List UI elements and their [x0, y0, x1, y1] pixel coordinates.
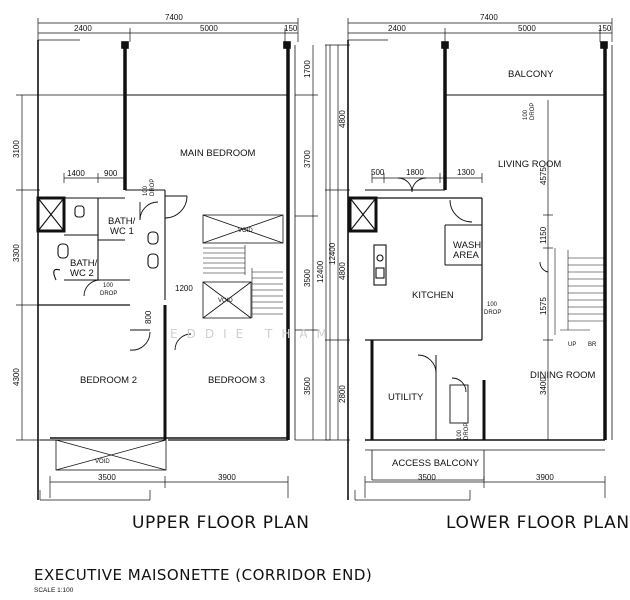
lower-side-dimensions: [325, 44, 606, 501]
stair-br-label: BR: [588, 342, 597, 348]
upper-floor-plan: [16, 18, 330, 501]
void-label-1: VOID: [238, 228, 253, 234]
room-bath1-a: BATH/: [108, 216, 136, 227]
void-label-3: VOID: [95, 459, 110, 465]
lower-walls: [347, 39, 613, 500]
dim-w500: 500: [371, 168, 385, 177]
upper-labels: 7400 2400 5000 150 1700 3700 3500 3500 1…: [12, 13, 325, 533]
upper-drop-value-b: 100: [103, 283, 114, 289]
lower-drop-label-c: DROP: [464, 423, 470, 440]
dim-upper-bottom-left: 3500: [98, 473, 116, 482]
upper-drop-label-b: DROP: [100, 291, 117, 297]
lower-drop-value-a: 100: [523, 109, 529, 120]
room-bedroom2: BEDROOM 2: [80, 375, 137, 386]
dim-lower-top-left: 2400: [388, 24, 406, 33]
dim-w1300: 1300: [457, 168, 475, 177]
dim-lower-top-mid: 5000: [518, 24, 536, 33]
dim-upper-top-right: 150: [284, 24, 298, 33]
dim-bath-w1: 1400: [67, 169, 85, 178]
dim-lower-left-b: 4800: [338, 262, 347, 280]
room-bath1-b: WC 1: [110, 226, 134, 237]
lower-top-dimensions: [347, 18, 613, 42]
dim-upper-bottom-right: 3900: [218, 473, 236, 482]
upper-void-stair: [55, 214, 284, 471]
dim-upper-top-total: 7400: [165, 13, 183, 22]
upper-drop-value-a: 100: [143, 185, 149, 196]
room-bedroom3: BEDROOM 3: [208, 375, 265, 386]
void-label-2: VOID: [218, 298, 233, 304]
dim-upper-right-b: 3700: [303, 150, 312, 168]
dim-r1150: 1150: [539, 226, 548, 244]
dim-upper-left-c: 4300: [12, 368, 21, 386]
room-balcony: BALCONY: [508, 69, 554, 80]
stair-up-label: UP: [568, 342, 576, 348]
room-access-balcony: ACCESS BALCONY: [392, 458, 480, 469]
main-title: EXECUTIVE MAISONETTE (CORRIDOR END): [34, 566, 372, 584]
dim-w1800: 1800: [406, 168, 424, 177]
dim-upper-left-b: 3300: [12, 244, 21, 262]
upper-side-dimensions: [16, 45, 330, 501]
dim-upper-right-c: 3500: [303, 269, 312, 287]
dim-upper-top-left: 2400: [74, 24, 92, 33]
dim-upper-top-mid: 5000: [200, 24, 218, 33]
lower-drop-value-b: 100: [487, 302, 498, 308]
dim-door: 800: [144, 310, 153, 324]
dim-upper-right-d: 3500: [303, 377, 312, 395]
upper-walls: [37, 39, 296, 500]
lower-drop-label-a: DROP: [530, 103, 536, 120]
dim-upper-left-a: 3100: [12, 140, 21, 158]
dim-lower-bottom-left: 3500: [418, 473, 436, 482]
dim-lower-left-c: 2800: [338, 385, 347, 403]
dim-lower-top-total: 7400: [480, 13, 498, 22]
room-bath2-b: WC 2: [70, 268, 94, 279]
room-kitchen: KITCHEN: [412, 290, 454, 301]
room-wash-a: WASH: [453, 240, 481, 251]
dim-passage: 1200: [175, 284, 193, 293]
room-main-bedroom: MAIN BEDROOM: [180, 148, 256, 159]
lower-stair: [554, 248, 605, 335]
dim-bath-w2: 900: [104, 169, 118, 178]
lower-floor-plan: [325, 18, 613, 501]
room-living: LIVING ROOM: [498, 159, 561, 170]
upper-top-dimensions: [37, 18, 299, 42]
room-dining: DINING ROOM: [530, 370, 596, 381]
room-wash-b: AREA: [453, 250, 480, 261]
lower-drop-value-c: 100: [457, 429, 463, 440]
dim-upper-right-total: 12400: [316, 260, 325, 283]
lower-drop-label-b: DROP: [484, 310, 501, 316]
room-bath2-a: BATH/: [70, 258, 98, 269]
lower-floor-title: LOWER FLOOR PLAN: [446, 513, 630, 533]
dim-r4575: 4575: [539, 167, 548, 185]
scale-label: SCALE 1:100: [34, 587, 74, 594]
upper-doors: [83, 195, 192, 351]
dim-lower-bottom-right: 3900: [536, 473, 554, 482]
upper-drop-label-a: DROP: [150, 179, 156, 196]
lower-service-shaft: [348, 196, 387, 286]
dim-lower-left-a: 4800: [338, 110, 347, 128]
upper-bath-block: [36, 189, 166, 300]
upper-floor-title: UPPER FLOOR PLAN: [132, 513, 310, 533]
lower-labels: 7400 2400 5000 150 4800 4800 12400 2800 …: [328, 13, 630, 533]
room-utility: UTILITY: [388, 392, 424, 403]
dim-upper-right-a: 1700: [303, 60, 312, 78]
dim-r1575: 1575: [539, 297, 548, 315]
dim-lower-left-total: 12400: [328, 242, 337, 265]
dim-lower-top-right: 150: [598, 24, 612, 33]
watermark: EDDIE THAM: [170, 327, 336, 341]
dim-r3400: 3400: [539, 377, 548, 395]
